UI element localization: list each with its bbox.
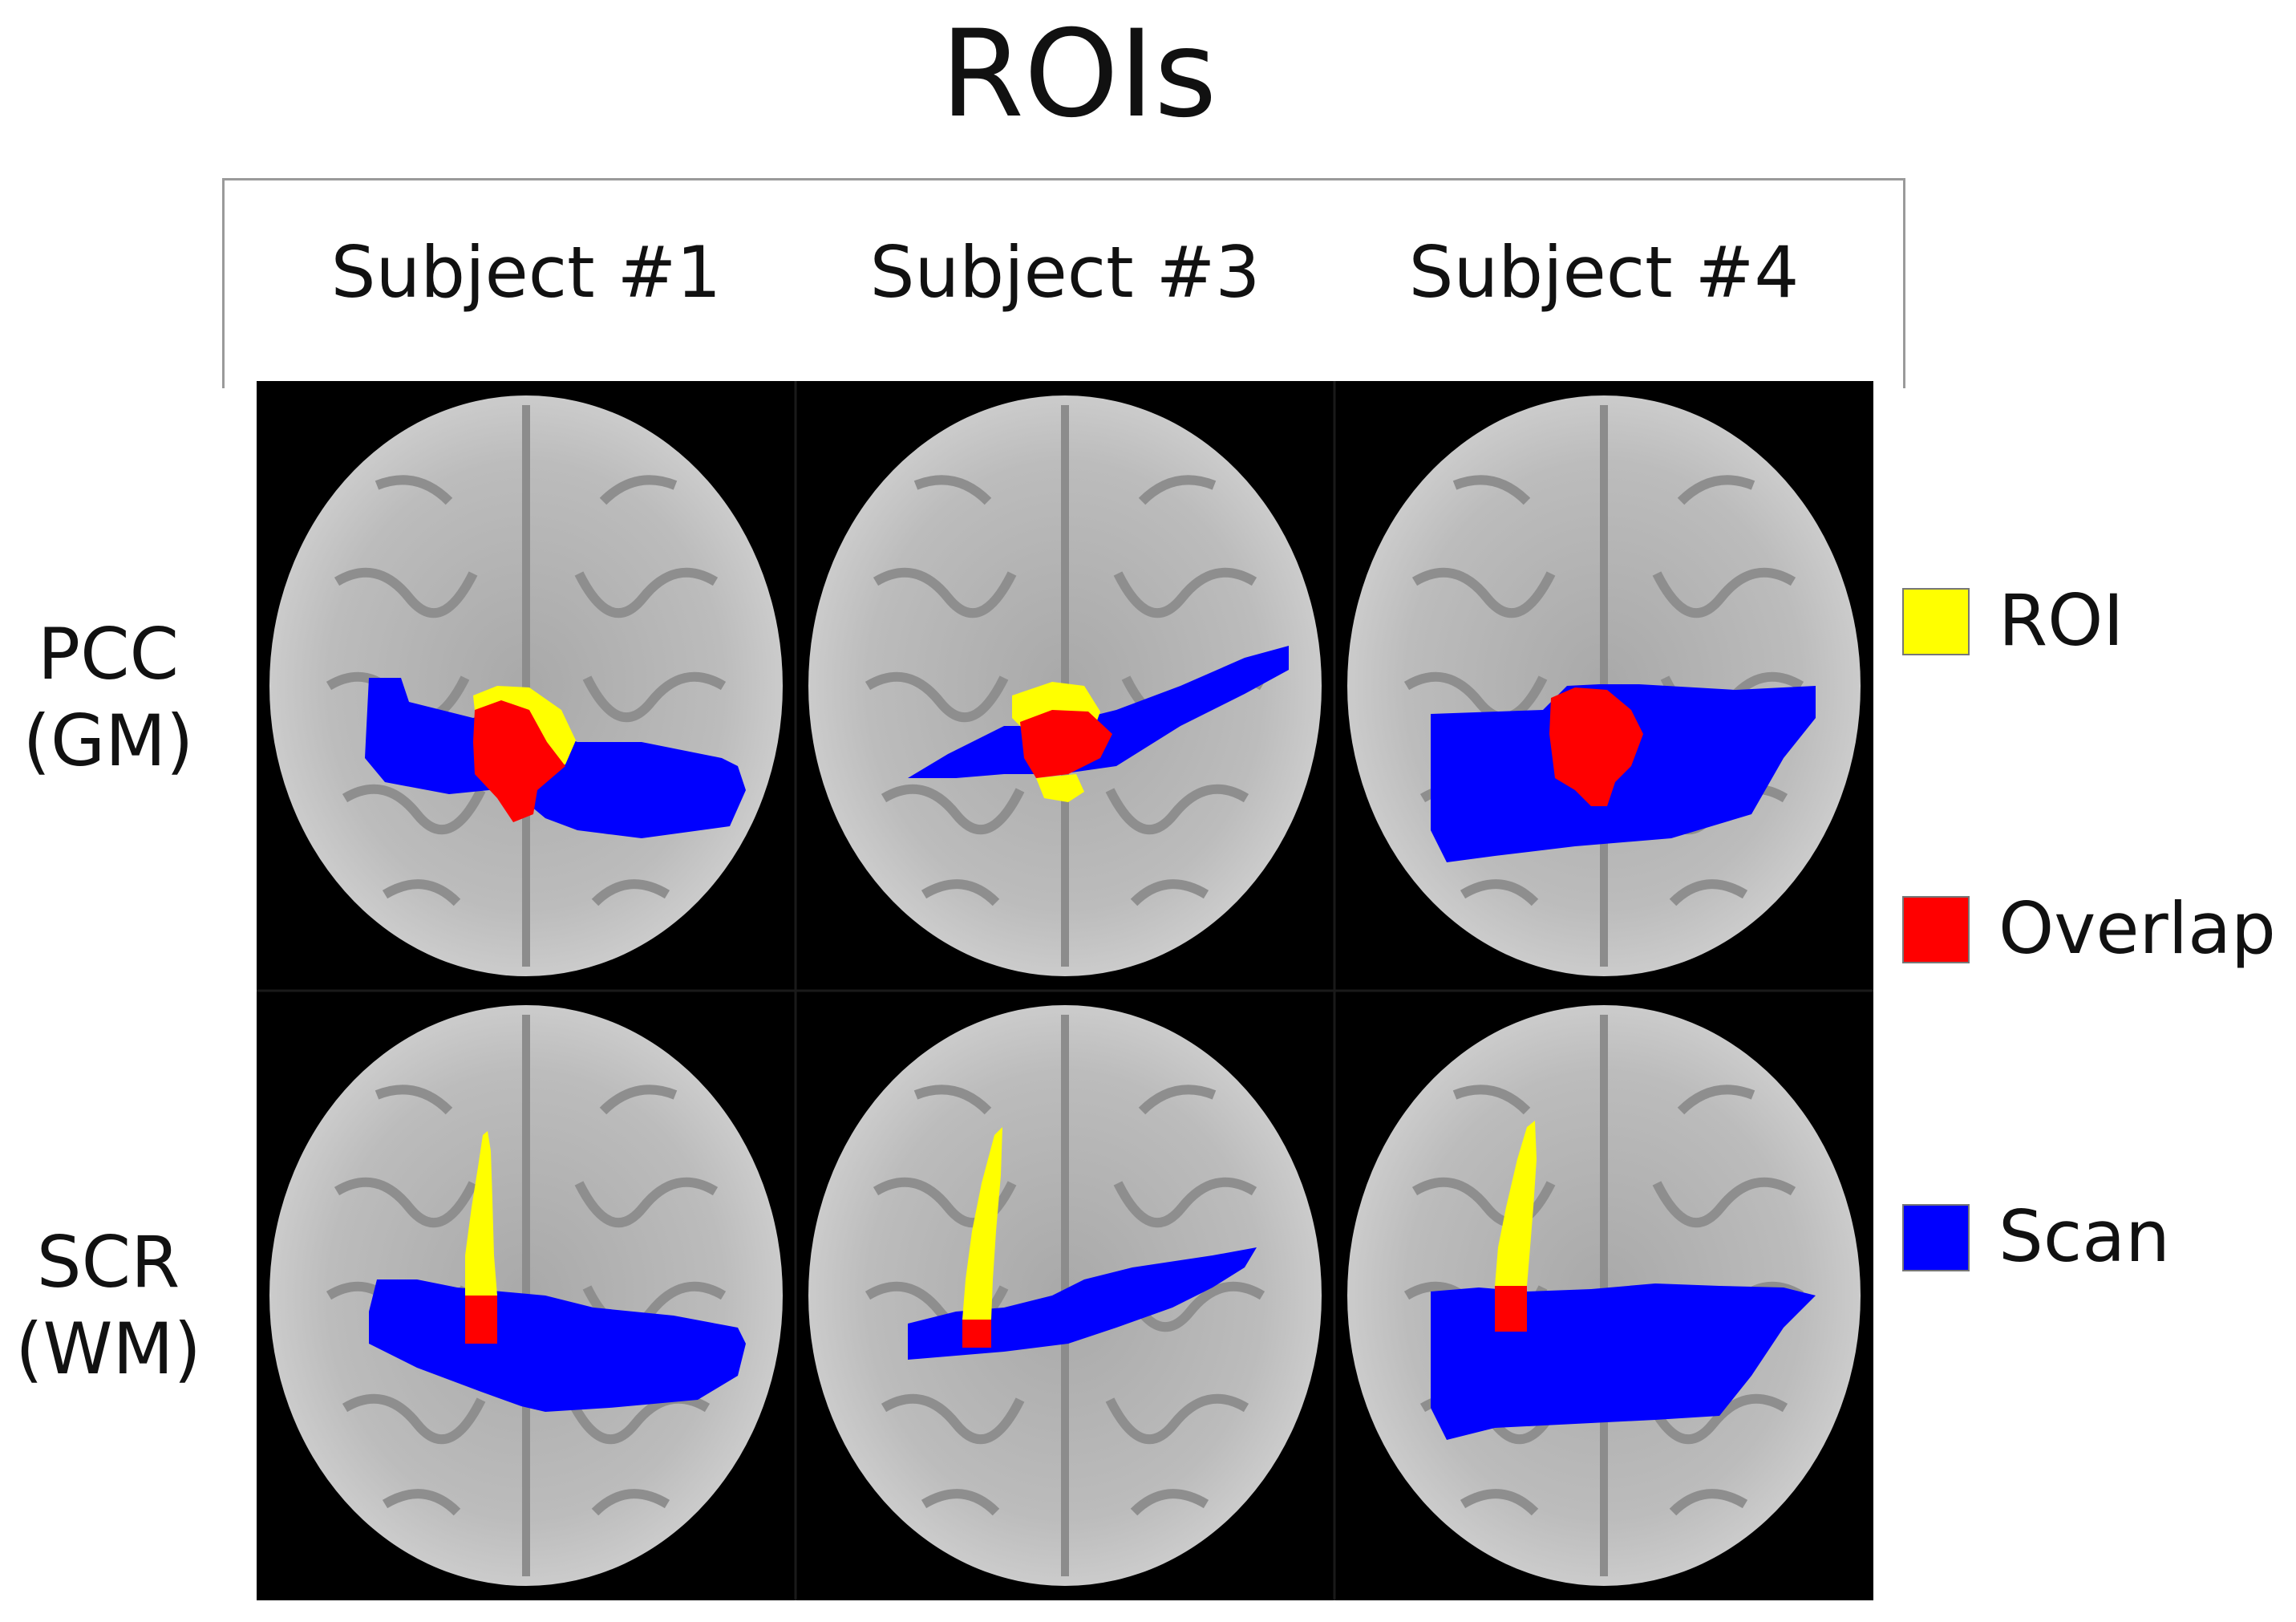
overlap-region <box>1020 710 1112 778</box>
legend-label-overlap: Overlap <box>1998 887 2276 970</box>
scan-region <box>908 646 1289 778</box>
overlap-region <box>1549 687 1643 806</box>
panel-scr-subject-3 <box>808 1005 1322 1586</box>
legend-swatch-scan <box>1902 1204 1970 1271</box>
roi-region <box>962 1127 1002 1320</box>
panel-scr-subject-1 <box>269 1005 783 1586</box>
panel-pcc-subject-4 <box>1347 395 1861 976</box>
panel-pcc-subject-3 <box>808 395 1322 976</box>
scan-region <box>369 1279 746 1412</box>
roi-region <box>465 1131 497 1296</box>
legend-label-scan: Scan <box>1998 1195 2170 1278</box>
row-label-scr-line2: (WM) <box>15 1308 201 1390</box>
scan-region <box>908 1247 1257 1360</box>
legend-swatch-roi <box>1902 588 1970 655</box>
overlap-region <box>473 700 565 822</box>
panel-pcc-subject-1 <box>269 395 783 976</box>
row-label-pcc-line2: (GM) <box>22 699 194 782</box>
column-label-subject-4: Subject #4 <box>1408 231 1800 314</box>
column-label-subject-3: Subject #3 <box>869 231 1261 314</box>
overlap-region <box>1495 1286 1527 1332</box>
legend-label-roi: ROI <box>1998 579 2124 662</box>
brain-image-grid <box>257 381 1873 1600</box>
row-label-scr-line1: SCR <box>36 1221 180 1304</box>
column-label-subject-1: Subject #1 <box>330 231 722 314</box>
roi-region <box>1495 1121 1537 1286</box>
row-label-scr: SCR (WM) <box>0 1219 217 1393</box>
column-header-bracket <box>222 178 1905 388</box>
brain-panels-svg <box>257 381 1873 1600</box>
row-label-pcc-line1: PCC <box>38 613 179 695</box>
figure-title: ROIs <box>940 5 1217 144</box>
overlap-region <box>465 1296 497 1344</box>
overlap-region <box>962 1320 991 1348</box>
legend-swatch-overlap <box>1902 896 1970 963</box>
row-label-pcc: PCC (GM) <box>0 611 217 785</box>
panel-scr-subject-4 <box>1347 1005 1861 1586</box>
